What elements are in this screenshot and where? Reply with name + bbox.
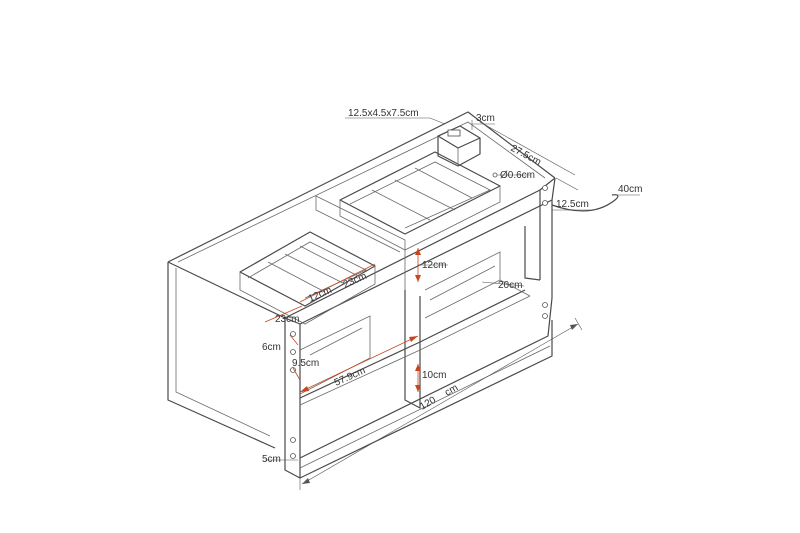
label-cable-length: 40cm	[618, 184, 642, 195]
label-base-5: 5cm	[262, 454, 281, 465]
label-socket-size: 12.5x4.5x7.5cm	[348, 108, 419, 119]
label-total-width-num: 120	[418, 395, 438, 413]
socket-box	[437, 125, 481, 167]
label-cable-height: 12.5cm	[556, 199, 589, 210]
right-tray	[339, 151, 501, 251]
label-panel-95: 9.5cm	[292, 358, 319, 369]
label-tray-b: 12cm	[307, 285, 334, 305]
label-total-width-unit: cm	[443, 382, 460, 398]
label-drawer-depth: 20cm	[498, 280, 522, 291]
label-socket-offset: 3cm	[476, 113, 495, 124]
label-shelf-gap: 10cm	[422, 370, 446, 381]
label-drawer-width: 57.9cm	[333, 365, 367, 388]
label-cable-hole: Ø0.6cm	[500, 170, 535, 181]
left-tray	[239, 231, 376, 325]
mounting-holes	[290, 185, 548, 459]
cabinet-body	[167, 111, 556, 479]
dimension-lines	[264, 117, 640, 490]
label-tray-side: 23cm	[275, 314, 299, 325]
label-tray-a: 23cm	[342, 271, 369, 291]
label-drawer-height: 12cm	[422, 260, 446, 271]
socket-port-icon	[447, 129, 461, 137]
label-panel-6: 6cm	[262, 342, 281, 353]
